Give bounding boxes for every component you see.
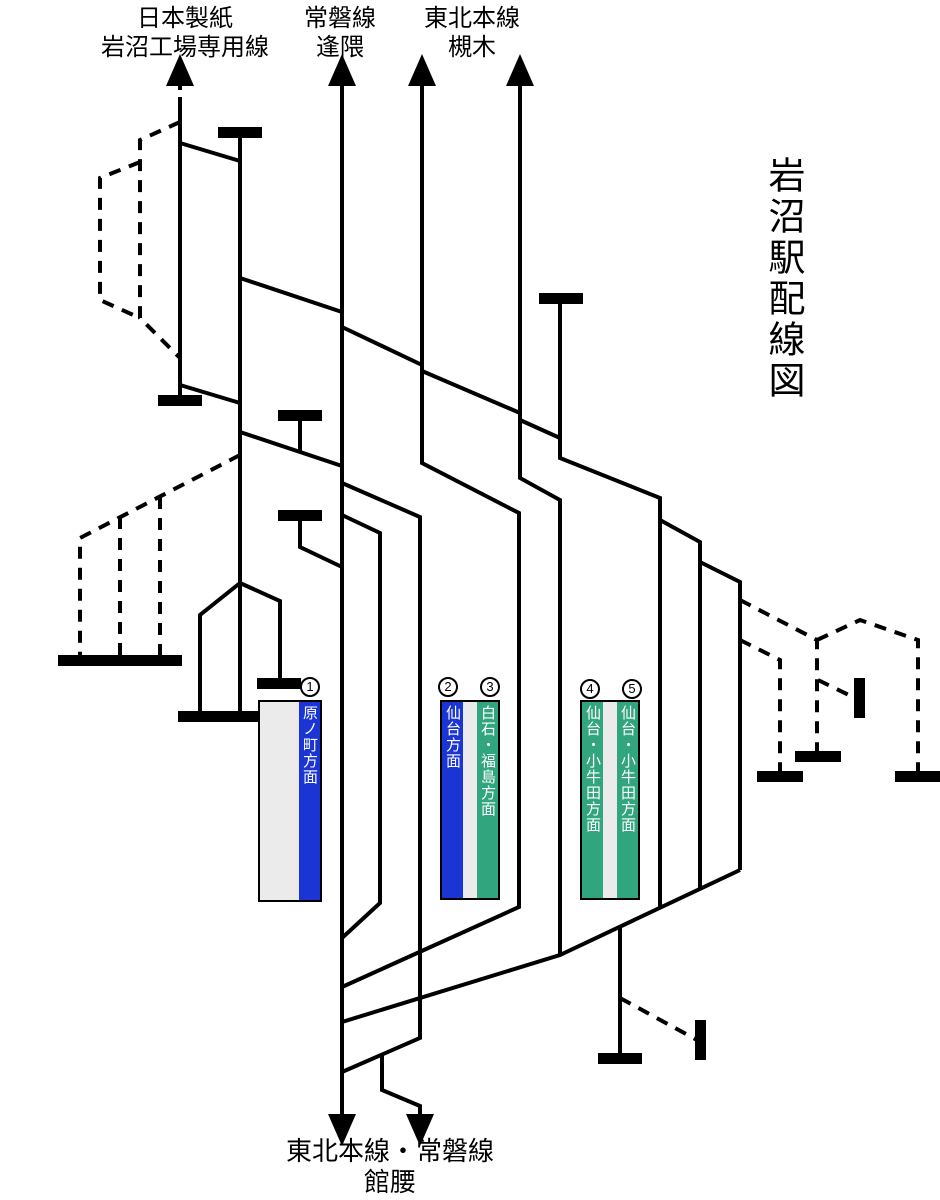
platform-2-3: 仙台方面 白石・福島方面 — [440, 700, 500, 900]
track-dashed-loop-outer — [138, 120, 182, 360]
solid-tracks — [178, 85, 742, 1118]
track-yard-stub-280 — [239, 581, 282, 680]
buffer-stop — [539, 293, 583, 304]
track-dashed-yard-right-918 — [816, 617, 920, 771]
platform-2-direction: 仙台方面 — [444, 705, 461, 769]
arrow-up-icon — [408, 54, 436, 86]
buffer-stop — [178, 711, 262, 722]
label-tohoku-line: 東北本線 槻木 — [392, 4, 552, 62]
label-joban-line-name: 常磐線 — [304, 5, 376, 32]
label-joban-line: 常磐線 逢隈 — [260, 4, 420, 62]
track-tohoku-1 — [341, 85, 521, 989]
platform-1: 原ノ町方面 — [258, 700, 322, 902]
arrow-up-icon — [166, 54, 194, 86]
crossover-upper-cascade — [239, 276, 561, 440]
buffer-stop — [757, 771, 803, 782]
track-dashed-spur-855 — [817, 678, 854, 699]
track-dashed-yard-right-780 — [739, 638, 782, 771]
track-bottom-branch — [380, 1055, 422, 1118]
page-title: 岩沼駅配線図 — [763, 156, 804, 402]
buffer-stop — [58, 655, 182, 666]
track-dashed-yard-left — [78, 453, 241, 655]
track-tohoku-2 — [518, 85, 562, 955]
platform-1-strip: 原ノ町方面 — [299, 702, 320, 900]
platform-3-direction: 白石・福島方面 — [479, 705, 496, 817]
track-dashed-loop-inner — [98, 160, 141, 320]
arrow-up-icon — [506, 54, 534, 86]
label-factory-line: 日本製紙 岩沼工場専用線 — [90, 4, 280, 62]
buffers-and-arrows — [58, 54, 940, 1146]
buffer-stop — [158, 395, 202, 406]
platform-5-strip: 仙台・小牛田方面 — [617, 702, 638, 898]
buffer-stop — [218, 127, 262, 138]
track-dashed-spur-696 — [619, 996, 698, 1042]
label-tohoku-line-name: 東北本線 — [424, 5, 520, 32]
platform-1-number: 1 — [300, 677, 320, 697]
label-tohoku-station: 槻木 — [448, 34, 496, 61]
platform-3-strip: 白石・福島方面 — [477, 702, 498, 898]
track-loop-380 — [340, 513, 382, 940]
buffer-stop — [278, 410, 322, 421]
platform-3-number: 3 — [480, 677, 500, 697]
label-joban-station: 逢隈 — [316, 34, 364, 61]
buffer-stop — [895, 771, 940, 782]
track-yard-stub-200 — [198, 581, 242, 713]
platform-4-number: 4 — [580, 679, 600, 699]
arrow-up-icon — [328, 54, 356, 86]
platform-1-direction: 原ノ町方面 — [301, 705, 318, 785]
buffer-stop — [598, 1053, 642, 1064]
dashed-tracks — [78, 78, 920, 1042]
track-stub-560-platform5 — [558, 303, 662, 908]
platform-4-strip: 仙台・小牛田方面 — [582, 702, 603, 898]
platform-2-strip: 仙台方面 — [442, 702, 463, 898]
platform-5-number: 5 — [622, 679, 642, 699]
platform-4-direction: 仙台・小牛田方面 — [584, 705, 601, 833]
buffer-stop — [695, 1020, 706, 1060]
label-factory-line-1: 日本製紙 — [137, 5, 233, 32]
label-factory-line-2: 岩沼工場専用線 — [101, 34, 269, 61]
arrow-down-icon — [406, 1114, 434, 1146]
buffer-stop — [257, 678, 301, 689]
platform-2-number: 2 — [438, 677, 458, 697]
platform-5-direction: 仙台・小牛田方面 — [619, 705, 636, 833]
track-yard-740 — [699, 560, 742, 870]
buffer-stop — [795, 751, 841, 762]
crossover-lower-cascade — [341, 868, 741, 1024]
label-bottom-destination: 東北本線・常磐線 館腰 — [250, 1136, 530, 1198]
buffer-stop — [278, 510, 322, 521]
track-stub-300-lower — [298, 520, 343, 569]
buffer-stop — [854, 678, 865, 718]
track-yard-700 — [659, 518, 702, 889]
label-bottom-lines: 東北本線・常磐線 — [285, 1136, 494, 1166]
arrow-down-icon — [328, 1114, 356, 1146]
track-factory-branch-lower — [179, 383, 241, 405]
label-bottom-station: 館腰 — [363, 1167, 416, 1197]
platform-4-5: 仙台・小牛田方面 仙台・小牛田方面 — [580, 700, 640, 900]
track-factory-branch-upper — [179, 141, 241, 163]
